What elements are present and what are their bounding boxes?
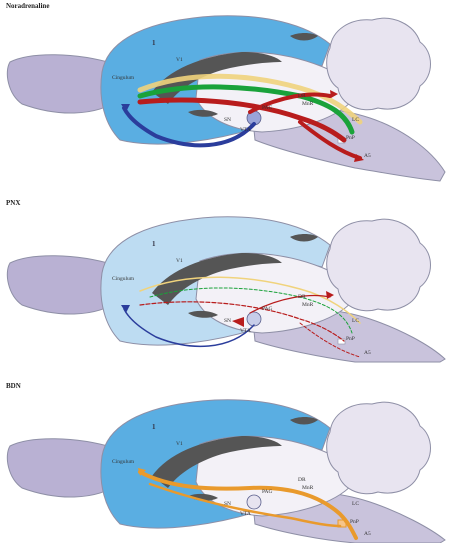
nucleus-e-label: VTA bbox=[240, 512, 251, 518]
cerebellum bbox=[327, 402, 431, 494]
v1-label: V1 bbox=[176, 259, 183, 265]
brainstem-label: LC bbox=[352, 319, 359, 325]
nucleus-c-label: PAG bbox=[262, 307, 273, 313]
nucleus-d-label: SN bbox=[224, 502, 231, 508]
nucleus-e-label: VTA bbox=[240, 329, 251, 335]
cortex-area-label: Cingulum bbox=[112, 460, 134, 466]
nucleus-b-label: MnR bbox=[302, 486, 313, 492]
cerebellum bbox=[327, 219, 431, 311]
brain-sagittal-diagram bbox=[0, 0, 451, 181]
nucleus-a-label: DR bbox=[298, 478, 306, 484]
nucleus-f-label: PnP bbox=[346, 136, 355, 142]
nucleus-g-label: A5 bbox=[364, 154, 371, 160]
nucleus-c-label: PAG bbox=[262, 106, 273, 112]
nucleus-circle bbox=[247, 312, 261, 326]
v1-label: V1 bbox=[176, 442, 183, 448]
cortex-number: 1 bbox=[152, 424, 156, 431]
cortex-area-label: Cingulum bbox=[112, 76, 134, 82]
brain-sagittal-diagram bbox=[0, 362, 451, 543]
cerebellum bbox=[327, 18, 431, 110]
panel-pnx: PNX 1 Cingulum V1 DR MnR P bbox=[0, 181, 451, 362]
nucleus-c-label: PAG bbox=[262, 490, 273, 496]
nucleus-d-label: SN bbox=[224, 319, 231, 325]
nucleus-f-label: PnP bbox=[346, 337, 355, 343]
cortex-number: 1 bbox=[152, 241, 156, 248]
brainstem-label: LC bbox=[352, 502, 359, 508]
panel-bdn: BDN 1 Cingulum V1 DR MnR PAG SN VTA LC P… bbox=[0, 362, 451, 543]
nucleus-b-label: MnR bbox=[302, 102, 313, 108]
nucleus-a-label: DR bbox=[298, 295, 306, 301]
nucleus-a-label: DR bbox=[298, 94, 306, 100]
v1-label: V1 bbox=[176, 58, 183, 64]
panel-noradrenaline: Noradrenaline bbox=[0, 0, 451, 181]
cortex-area-label: Cingulum bbox=[112, 277, 134, 283]
brainstem-label: LC bbox=[352, 118, 359, 124]
cortex-number: 1 bbox=[152, 40, 156, 47]
nucleus-f-label: PnP bbox=[350, 520, 359, 526]
nucleus-g-label: A5 bbox=[364, 351, 371, 357]
nucleus-d-label: SN bbox=[224, 118, 231, 124]
nucleus-circle bbox=[247, 495, 261, 509]
brain-sagittal-diagram bbox=[0, 181, 451, 362]
nucleus-e-label: VTA bbox=[240, 128, 251, 134]
nucleus-g-label: A5 bbox=[364, 532, 371, 538]
nucleus-b-label: MnR bbox=[302, 303, 313, 309]
